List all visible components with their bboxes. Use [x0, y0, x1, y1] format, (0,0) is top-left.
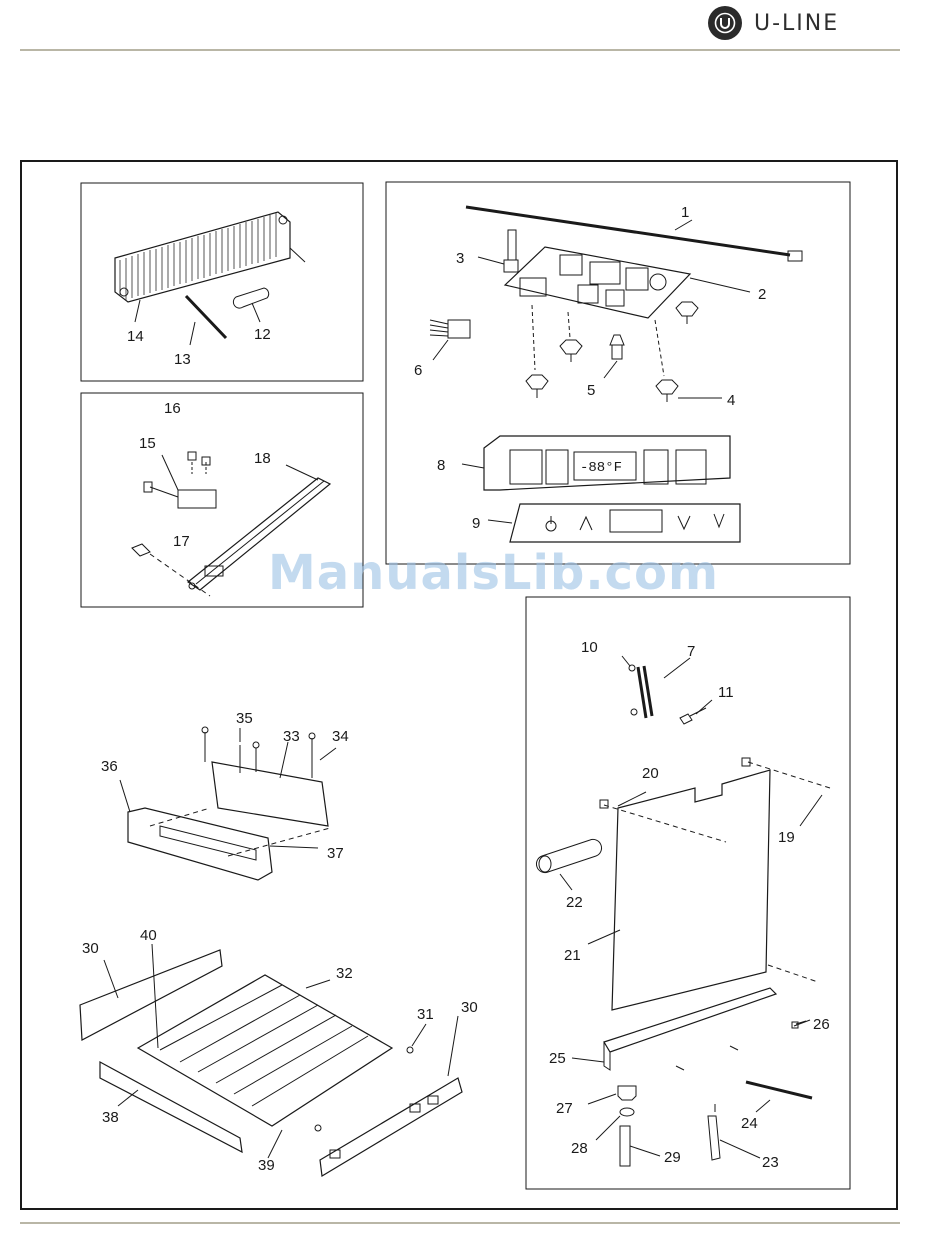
rear-cover-hardware — [622, 656, 712, 724]
panel-controls — [386, 182, 850, 564]
insulation-roll-part — [536, 839, 601, 890]
callout-40: 40 — [140, 927, 157, 944]
callout-11: 11 — [718, 684, 734, 701]
control-panel-overlay-part — [488, 504, 740, 542]
callout-18: 18 — [254, 450, 271, 467]
evaporator-coil-part — [115, 212, 305, 302]
callout-6: 6 — [414, 362, 422, 379]
callout-35: 35 — [236, 710, 253, 727]
callout-23: 23 — [762, 1154, 779, 1171]
callout-5: 5 — [587, 382, 595, 399]
rear-bracket-part — [572, 988, 810, 1070]
connector-part — [478, 230, 518, 272]
callout-34: 34 — [332, 728, 349, 745]
callout-15: 15 — [139, 435, 156, 452]
callout-29: 29 — [664, 1149, 681, 1166]
callout-4: 4 — [727, 392, 735, 409]
callout-2: 2 — [758, 286, 766, 303]
callout-22: 22 — [566, 894, 583, 911]
callout-16: 16 — [164, 400, 181, 417]
callout-8: 8 — [437, 457, 445, 474]
leveling-leg-parts — [588, 1086, 660, 1166]
footer-divider — [20, 1222, 900, 1224]
callout-30-left: 30 — [82, 940, 99, 957]
callout-37: 37 — [327, 845, 344, 862]
callout-21: 21 — [564, 947, 581, 964]
standoff-parts — [526, 302, 722, 402]
watermark: ManualsLib.com — [268, 545, 719, 601]
panel-rear-cover — [526, 597, 850, 1189]
thermistor-part — [144, 452, 216, 508]
callout-32: 32 — [336, 965, 353, 982]
capillary-tube-part — [186, 296, 226, 338]
callout-3: 3 — [456, 250, 464, 267]
callout-24: 24 — [741, 1115, 758, 1132]
wire-harness-part — [430, 320, 470, 360]
callout-9: 9 — [472, 515, 480, 532]
callout-27: 27 — [556, 1100, 573, 1117]
callout-14: 14 — [127, 328, 144, 345]
control-board-part — [505, 247, 750, 318]
callout-17: 17 — [173, 533, 190, 550]
callout-31: 31 — [417, 1006, 434, 1023]
callout-13: 13 — [174, 351, 191, 368]
filter-drier-part — [708, 1104, 760, 1160]
callout-12: 12 — [254, 326, 271, 343]
callout-30-right: 30 — [461, 999, 478, 1016]
panel-evaporator — [81, 183, 363, 381]
drier-part — [233, 288, 268, 308]
handle-assembly — [120, 727, 336, 880]
callout-33: 33 — [283, 728, 300, 745]
callout-28: 28 — [571, 1140, 588, 1157]
drawer-assembly — [80, 944, 462, 1176]
callout-36: 36 — [101, 758, 118, 775]
callout-1: 1 — [681, 204, 689, 221]
callout-19: 19 — [778, 829, 795, 846]
callout-26: 26 — [813, 1016, 830, 1033]
callout-39: 39 — [258, 1157, 275, 1174]
callout-38: 38 — [102, 1109, 119, 1126]
callout-7: 7 — [687, 643, 695, 660]
callout-25: 25 — [549, 1050, 566, 1067]
suction-tube-part — [746, 1082, 812, 1112]
callout-10: 10 — [581, 639, 598, 656]
display-readout: -88°F — [580, 460, 622, 476]
rear-cover-part — [588, 758, 830, 1010]
callout-20: 20 — [642, 765, 659, 782]
